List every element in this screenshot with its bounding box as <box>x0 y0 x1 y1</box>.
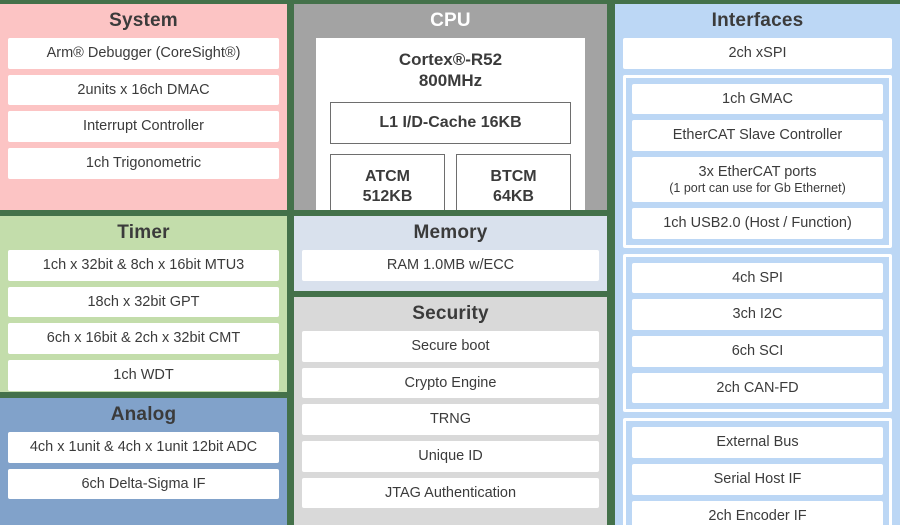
system-item-label: Interrupt Controller <box>83 118 204 135</box>
interfaces-item-label: Serial Host IF <box>713 471 802 488</box>
analog-item-adc[interactable]: 4ch x 1unit & 4ch x 1unit 12bit ADC <box>8 432 279 463</box>
interfaces-item-external-bus[interactable]: External Bus <box>632 427 883 459</box>
security-item-secure-boot[interactable]: Secure boot <box>302 331 599 362</box>
cpu-core-frequency: 800MHz <box>418 71 483 91</box>
security-item-label: Unique ID <box>418 448 483 465</box>
analog-item-delta-sigma[interactable]: 6ch Delta-Sigma IF <box>8 468 279 500</box>
interfaces-item-ethercat-slave-controller[interactable]: EtherCAT Slave Controller <box>632 120 883 152</box>
security-item-crypto-engine[interactable]: Crypto Engine <box>302 367 599 399</box>
security-item-trng[interactable]: TRNG <box>302 404 599 436</box>
security-item-label: JTAG Authentication <box>384 484 517 501</box>
panel-title-system: System <box>109 10 178 31</box>
cpu-btcm[interactable]: BTCM 64KB <box>456 153 571 210</box>
timer-item-cmt[interactable]: 6ch x 16bit & 2ch x 32bit CMT <box>8 323 279 355</box>
system-item-trigonometric[interactable]: 1ch Trigonometric <box>8 148 279 179</box>
security-item-jtag-authentication[interactable]: JTAG Authentication <box>302 477 599 509</box>
interfaces-item-label: 1ch USB2.0 (Host / Function) <box>663 215 852 232</box>
cpu-atcm-name: ATCM <box>364 167 411 185</box>
timer-item-label: 1ch x 32bit & 8ch x 16bit MTU3 <box>42 257 245 273</box>
interfaces-item-usb[interactable]: 1ch USB2.0 (Host / Function) <box>632 208 883 239</box>
panel-interfaces: Interfaces 2ch xSPI 1ch GMAC EtherCAT Sl… <box>615 0 900 525</box>
left-column: System Arm® Debugger (CoreSight®) 2units… <box>0 0 287 525</box>
cpu-btcm-size: 64KB <box>493 188 534 206</box>
middle-column: CPU Cortex®-R52 800MHz L1 I/D-Cache 16KB… <box>294 0 607 525</box>
analog-item-label: 6ch Delta-Sigma IF <box>81 475 206 492</box>
panel-system: System Arm® Debugger (CoreSight®) 2units… <box>0 0 287 213</box>
interfaces-group-bus: External Bus Serial Host IF 2ch Encoder … <box>623 418 892 525</box>
cpu-core-name: Cortex®-R52 800MHz <box>330 49 571 92</box>
right-column: Interfaces 2ch xSPI 1ch GMAC EtherCAT Sl… <box>615 0 900 525</box>
memory-item-ram[interactable]: RAM 1.0MB w/ECC <box>302 250 599 281</box>
timer-item-label: 1ch WDT <box>113 367 174 384</box>
cpu-tcm-row: ATCM 512KB BTCM 64KB <box>330 153 571 210</box>
panel-security: Security Secure boot Crypto Engine TRNG … <box>294 294 607 525</box>
cpu-atcm-size: 512KB <box>362 188 413 206</box>
interfaces-item-xspi[interactable]: 2ch xSPI <box>623 38 892 69</box>
panel-memory: Memory RAM 1.0MB w/ECC <box>294 213 607 294</box>
interfaces-item-can-fd[interactable]: 2ch CAN-FD <box>632 372 883 404</box>
system-item-label: Arm® Debugger (CoreSight®) <box>46 45 241 61</box>
timer-item-gpt[interactable]: 18ch x 32bit GPT <box>8 286 279 318</box>
timer-item-label: 6ch x 16bit & 2ch x 32bit CMT <box>46 330 241 347</box>
system-item-label: 2units x 16ch DMAC <box>77 81 210 98</box>
cpu-l1-cache-label: L1 I/D-Cache 16KB <box>379 113 522 131</box>
interfaces-item-label: EtherCAT Slave Controller <box>672 127 843 144</box>
interfaces-item-label: External Bus <box>716 434 799 451</box>
interfaces-item-label: 2ch CAN-FD <box>716 379 799 396</box>
panel-title-interfaces: Interfaces <box>711 10 804 31</box>
interfaces-item-label: 3x EtherCAT ports <box>698 164 817 181</box>
interfaces-group-xspi: 2ch xSPI <box>623 38 892 69</box>
system-item-dmac[interactable]: 2units x 16ch DMAC <box>8 74 279 106</box>
security-item-label: Crypto Engine <box>404 374 497 391</box>
panel-cpu: CPU Cortex®-R52 800MHz L1 I/D-Cache 16KB… <box>294 0 607 213</box>
panel-title-security: Security <box>412 303 489 324</box>
interfaces-item-label: 4ch SPI <box>732 269 783 286</box>
security-item-label: TRNG <box>429 411 472 428</box>
security-item-unique-id[interactable]: Unique ID <box>302 441 599 472</box>
interfaces-item-i2c[interactable]: 3ch I2C <box>632 299 883 331</box>
system-item-debugger[interactable]: Arm® Debugger (CoreSight®) <box>8 38 279 69</box>
timer-item-wdt[interactable]: 1ch WDT <box>8 360 279 391</box>
analog-item-label: 4ch x 1unit & 4ch x 1unit 12bit ADC <box>29 439 258 455</box>
interfaces-item-sublabel: (1 port can use for Gb Ethernet) <box>669 180 846 195</box>
interfaces-item-ethercat-ports[interactable]: 3x EtherCAT ports (1 port can use for Gb… <box>632 157 883 203</box>
interfaces-item-label: 1ch GMAC <box>722 90 793 107</box>
cpu-btcm-name: BTCM <box>490 167 537 185</box>
timer-item-label: 18ch x 32bit GPT <box>87 293 200 310</box>
panel-title-timer: Timer <box>117 222 170 243</box>
interfaces-item-label: 6ch SCI <box>731 343 784 360</box>
interfaces-item-serial-host-if[interactable]: Serial Host IF <box>632 464 883 495</box>
system-item-interrupt-controller[interactable]: Interrupt Controller <box>8 111 279 143</box>
panel-title-memory: Memory <box>413 222 488 243</box>
cpu-atcm[interactable]: ATCM 512KB <box>330 153 445 210</box>
interfaces-item-sci[interactable]: 6ch SCI <box>632 336 883 367</box>
interfaces-item-spi[interactable]: 4ch SPI <box>632 262 883 294</box>
panel-title-analog: Analog <box>110 404 177 425</box>
panel-analog: Analog 4ch x 1unit & 4ch x 1unit 12bit A… <box>0 395 287 525</box>
interfaces-group-network: 1ch GMAC EtherCAT Slave Controller 3x Et… <box>623 74 892 248</box>
interfaces-item-gmac[interactable]: 1ch GMAC <box>632 83 883 115</box>
panel-title-cpu: CPU <box>430 10 471 31</box>
cpu-l1-cache[interactable]: L1 I/D-Cache 16KB <box>330 101 571 144</box>
interfaces-item-label: 2ch xSPI <box>728 45 787 61</box>
panel-timer: Timer 1ch x 32bit & 8ch x 16bit MTU3 18c… <box>0 213 287 395</box>
interfaces-item-encoder-if[interactable]: 2ch Encoder IF <box>632 500 883 525</box>
timer-item-mtu3[interactable]: 1ch x 32bit & 8ch x 16bit MTU3 <box>8 250 279 281</box>
interfaces-item-label: 2ch Encoder IF <box>708 507 807 524</box>
interfaces-group-serial: 4ch SPI 3ch I2C 6ch SCI 2ch CAN-FD <box>623 253 892 413</box>
memory-item-label: RAM 1.0MB w/ECC <box>386 257 515 273</box>
cpu-core-card: Cortex®-R52 800MHz L1 I/D-Cache 16KB ATC… <box>316 38 585 210</box>
cpu-core-model: Cortex®-R52 <box>398 50 503 69</box>
system-item-label: 1ch Trigonometric <box>85 155 202 172</box>
security-item-label: Secure boot <box>411 338 490 354</box>
interfaces-item-label: 3ch I2C <box>732 306 783 323</box>
